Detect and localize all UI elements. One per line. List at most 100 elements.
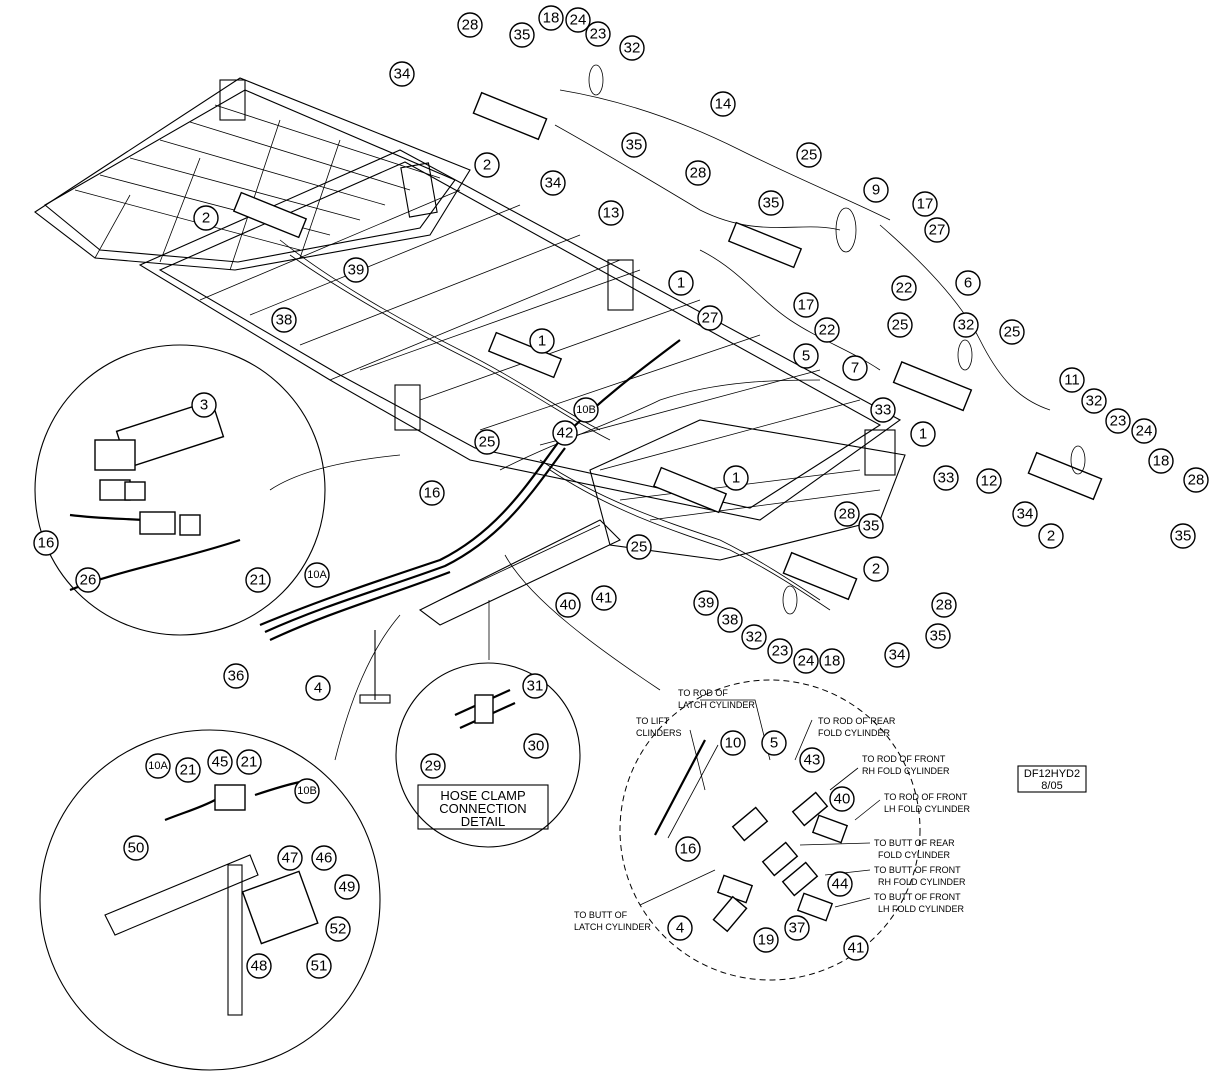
svg-text:1: 1 [919, 426, 927, 443]
detail-box-line3: DETAIL [461, 814, 506, 829]
note-butt-latch-2: LATCH CYLINDER [574, 922, 651, 932]
svg-text:32: 32 [958, 317, 975, 334]
detail-box-line1: HOSE CLAMP [440, 788, 525, 803]
note-lift-2: CLINDERS [636, 728, 682, 738]
svg-text:39: 39 [698, 595, 715, 612]
callout-28-b: 28 [685, 160, 711, 186]
callout-34-b: 34 [540, 170, 566, 196]
callout-10: 10 [720, 730, 746, 756]
callout-2-a: 2 [474, 152, 500, 178]
callout-25-e: 25 [626, 534, 652, 560]
callout-38-a: 38 [271, 307, 297, 333]
callout-33-b: 33 [933, 465, 959, 491]
callout-33-a: 33 [870, 397, 896, 423]
svg-text:51: 51 [311, 958, 328, 975]
callout-41-b: 41 [843, 935, 869, 961]
note-rod-rear-1: TO ROD OF REAR [818, 716, 896, 726]
svg-text:24: 24 [570, 12, 587, 29]
note-butt-front-rh-1: TO BUTT OF FRONT [874, 865, 961, 875]
callout-36: 36 [223, 663, 249, 689]
callout-46: 46 [311, 845, 337, 871]
svg-text:4: 4 [314, 680, 322, 697]
callout-32-c: 32 [1081, 388, 1107, 414]
callout-10B-a: 10B [573, 397, 599, 423]
svg-text:18: 18 [824, 653, 841, 670]
cylinder-1-center [487, 331, 563, 379]
note-butt-latch-1: TO BUTT OF [574, 910, 628, 920]
detail-circle-lower-left [39, 729, 381, 1071]
svg-text:23: 23 [590, 26, 607, 43]
callout-16-a: 16 [33, 530, 59, 556]
cylinder-1-front [652, 466, 728, 514]
callout-1-a: 1 [668, 270, 694, 296]
note-rod-latch-1: TO ROD OF [678, 688, 728, 698]
callout-21-c: 21 [236, 749, 262, 775]
svg-text:42: 42 [557, 425, 574, 442]
note-lift-1: TO LIFT [636, 716, 670, 726]
callout-5-a: 5 [793, 343, 819, 369]
main-frame [34, 77, 906, 704]
svg-text:12: 12 [981, 473, 998, 490]
svg-text:31: 31 [527, 678, 544, 695]
callout-14: 14 [710, 91, 736, 117]
cylinder-1-right [892, 361, 973, 412]
svg-text:34: 34 [1017, 506, 1034, 523]
svg-text:28: 28 [839, 506, 856, 523]
note-rod-front-lh-1: TO ROD OF FRONT [884, 792, 968, 802]
callout-22-a: 22 [891, 275, 917, 301]
svg-text:2: 2 [483, 157, 491, 174]
svg-text:35: 35 [626, 137, 643, 154]
callout-47: 47 [277, 845, 303, 871]
svg-text:37: 37 [789, 920, 806, 937]
svg-text:28: 28 [690, 165, 707, 182]
callout-17-a: 17 [912, 191, 938, 217]
svg-text:18: 18 [1153, 453, 1170, 470]
svg-text:1: 1 [732, 470, 740, 487]
drawing-date: 8/05 [1041, 780, 1062, 792]
callout-2-d: 2 [863, 556, 889, 582]
note-rod-rear-2: FOLD CYLINDER [818, 728, 891, 738]
svg-text:10: 10 [725, 735, 742, 752]
callout-1-b: 1 [529, 328, 555, 354]
svg-text:1: 1 [677, 275, 685, 292]
svg-text:35: 35 [1175, 528, 1192, 545]
callout-18-b: 18 [1148, 448, 1174, 474]
cylinder-2-top [472, 91, 548, 141]
callout-28-d: 28 [834, 501, 860, 527]
callout-25-b: 25 [887, 312, 913, 338]
svg-text:28: 28 [1188, 472, 1205, 489]
callout-35-f: 35 [925, 623, 951, 649]
note-butt-front-lh-2: LH FOLD CYLINDER [878, 904, 965, 914]
svg-text:19: 19 [758, 932, 775, 949]
callout-49: 49 [334, 874, 360, 900]
svg-text:1: 1 [538, 333, 546, 350]
callout-43: 43 [799, 747, 825, 773]
svg-text:28: 28 [936, 597, 953, 614]
svg-text:28: 28 [462, 17, 479, 34]
drawing-id: DF12HYD2 [1024, 768, 1080, 780]
callout-25-a: 25 [796, 142, 822, 168]
svg-text:2: 2 [872, 561, 880, 578]
note-rod-front-lh-2: LH FOLD CYLINDER [884, 804, 971, 814]
leader-lines [269, 454, 661, 761]
note-butt-front-rh-2: RH FOLD CYLINDER [878, 877, 966, 887]
svg-text:23: 23 [1110, 413, 1127, 430]
callout-32-b: 32 [953, 312, 979, 338]
svg-text:10B: 10B [576, 404, 596, 416]
svg-text:49: 49 [339, 879, 356, 896]
callout-19: 19 [753, 927, 779, 953]
callout-18-a: 18 [538, 5, 564, 31]
callout-35-d: 35 [1170, 523, 1196, 549]
drawing-id-box: DF12HYD2 8/05 [1017, 765, 1087, 793]
svg-text:25: 25 [801, 147, 818, 164]
cylinder-2-front [782, 551, 858, 601]
svg-text:21: 21 [180, 762, 197, 779]
svg-text:27: 27 [929, 222, 946, 239]
callout-24-c: 24 [793, 648, 819, 674]
svg-text:48: 48 [251, 958, 268, 975]
cylinder-2-left [232, 191, 308, 239]
svg-text:23: 23 [772, 643, 789, 660]
svg-text:18: 18 [543, 10, 560, 27]
callout-39-a: 39 [343, 257, 369, 283]
